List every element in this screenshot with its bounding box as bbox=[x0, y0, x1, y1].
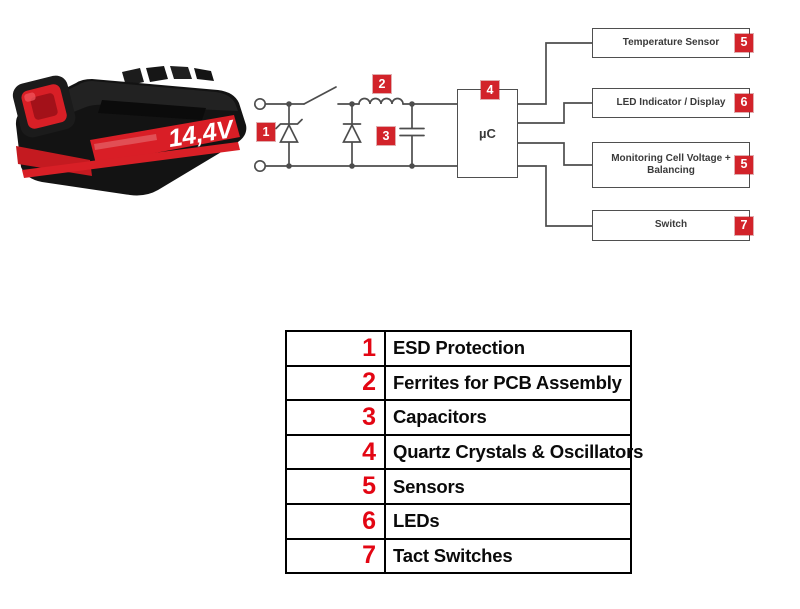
battery-stripe bbox=[22, 142, 240, 178]
legend-number-cell: 6 bbox=[285, 502, 386, 540]
battery-connector-ridges bbox=[122, 66, 214, 86]
legend-row: 3 Capacitors bbox=[285, 399, 632, 436]
badge-tact-switches: 7 bbox=[735, 216, 753, 235]
legend-row: 7 Tact Switches bbox=[285, 537, 632, 575]
legend-number-cell: 5 bbox=[285, 468, 386, 505]
badge-esd-protection: 1 bbox=[257, 123, 275, 141]
legend-row: 1 ESD Protection bbox=[285, 330, 632, 367]
battery-release-button bbox=[12, 75, 76, 138]
legend-number-cell: 3 bbox=[285, 399, 386, 436]
wire-to-switch bbox=[517, 165, 593, 227]
legend-number-cell: 7 bbox=[285, 537, 386, 575]
inductor-symbol bbox=[358, 97, 404, 105]
badge-ferrite: 2 bbox=[373, 75, 391, 93]
legend-table: 1 ESD Protection 2 Ferrites for PCB Asse… bbox=[285, 330, 643, 575]
terminal-negative-icon bbox=[253, 159, 267, 173]
switch-symbol bbox=[303, 86, 337, 105]
box-temperature-sensor: Temperature Sensor 5 bbox=[592, 28, 753, 58]
box-switch: Switch 7 bbox=[592, 210, 753, 241]
badge-capacitor: 3 bbox=[377, 127, 395, 145]
terminal-positive-icon bbox=[253, 97, 267, 111]
legend-label-cell: LEDs bbox=[384, 502, 632, 540]
wire-to-temperature-sensor bbox=[517, 42, 593, 105]
box-switch-label: Switch bbox=[654, 219, 688, 231]
legend-row: 2 Ferrites for PCB Assembly bbox=[285, 364, 632, 402]
badge-quartz: 4 bbox=[481, 81, 499, 99]
diode-symbol bbox=[342, 103, 362, 167]
mcu-box: µC bbox=[457, 89, 518, 178]
legend-row: 4 Quartz Crystals & Oscillators bbox=[285, 433, 643, 471]
mcu-label: µC bbox=[479, 126, 496, 141]
wire-to-monitoring bbox=[517, 142, 593, 166]
battery-label-panel bbox=[90, 115, 240, 164]
legend-number-cell: 2 bbox=[285, 364, 386, 402]
esd-diode-symbol bbox=[275, 103, 303, 167]
box-monitoring-balancing: Monitoring Cell Voltage + Balancing 5 bbox=[592, 142, 753, 188]
legend-label-cell: Sensors bbox=[384, 468, 632, 505]
legend-row: 6 LEDs bbox=[285, 502, 632, 540]
wire-to-led-indicator bbox=[517, 102, 593, 124]
box-led-indicator-label: LED Indicator / Display bbox=[616, 96, 726, 108]
badge-leds: 6 bbox=[735, 94, 753, 112]
legend-number-cell: 4 bbox=[285, 433, 386, 471]
badge-sensors-1: 5 bbox=[735, 34, 753, 52]
legend-number-cell: 1 bbox=[285, 330, 386, 367]
box-temperature-sensor-label: Temperature Sensor bbox=[622, 36, 720, 48]
legend-label-cell: ESD Protection bbox=[384, 330, 632, 367]
legend-label-cell: Ferrites for PCB Assembly bbox=[384, 364, 632, 402]
legend-label-cell: Capacitors bbox=[384, 399, 632, 436]
battery-latch-ridge bbox=[98, 100, 206, 120]
battery-image: 14,4V bbox=[12, 66, 247, 196]
capacitor-symbol bbox=[399, 103, 425, 167]
junction-dots bbox=[286, 101, 415, 169]
box-monitoring-balancing-label: Monitoring Cell Voltage + Balancing bbox=[611, 152, 731, 177]
box-led-indicator: LED Indicator / Display 6 bbox=[592, 88, 753, 118]
badge-sensors-2: 5 bbox=[735, 156, 753, 174]
legend-label-cell: Quartz Crystals & Oscillators bbox=[384, 433, 643, 471]
legend-label-cell: Tact Switches bbox=[384, 537, 632, 575]
legend-row: 5 Sensors bbox=[285, 468, 632, 505]
